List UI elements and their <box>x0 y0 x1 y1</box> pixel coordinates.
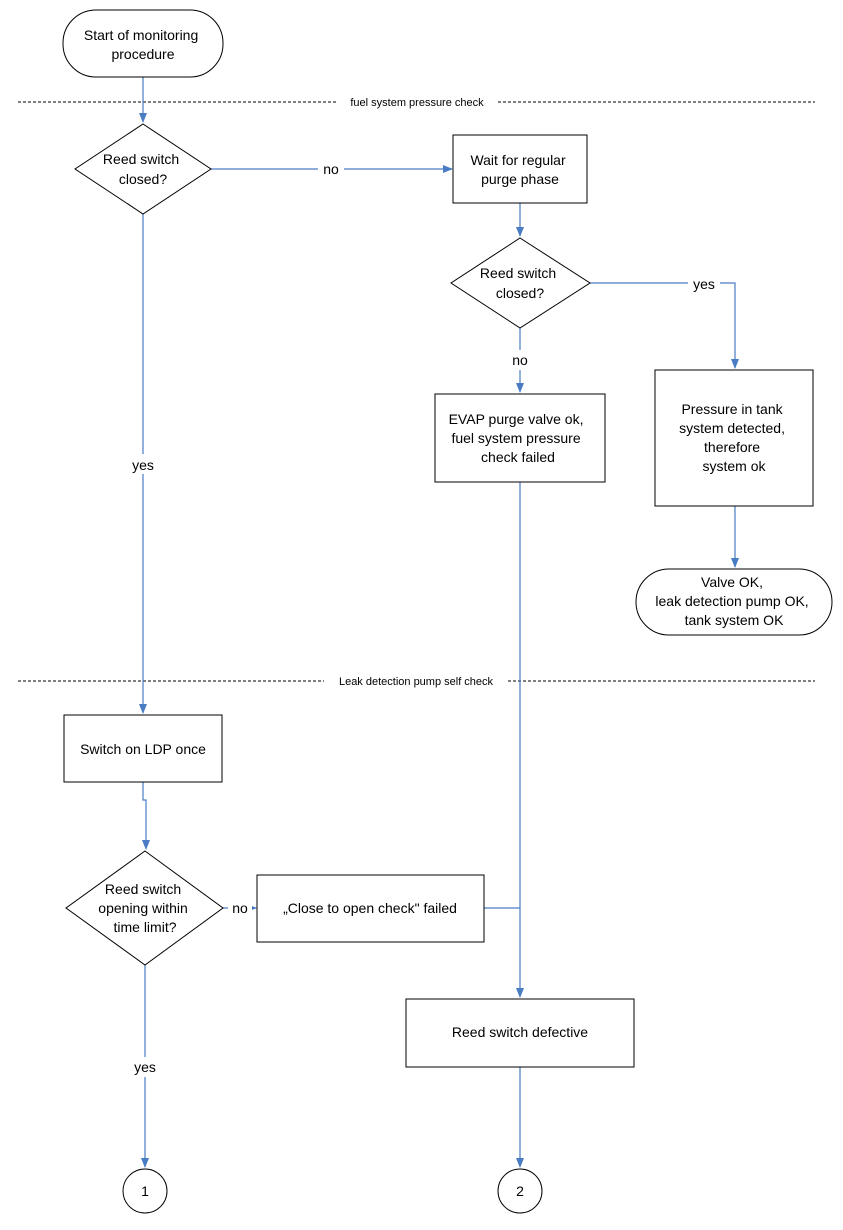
connector-2: 2 <box>497 1168 543 1214</box>
decision-reed-switch-closed-1: Reed switch closed? <box>74 123 212 215</box>
section-separator-ldp: Leak detection pump self check <box>18 676 815 688</box>
edge-reed2-yes <box>590 282 739 369</box>
process-switch-on-text: Switch on LDP once <box>80 741 206 757</box>
process-reed-switch-defective: Reed switch defective <box>405 998 635 1068</box>
process-switch-on-ldp: Switch on LDP once <box>63 714 223 783</box>
process-pressure-detected: Pressure in tank system detected, theref… <box>654 369 814 507</box>
process-evap-text: EVAP purge valve ok, fuel system pressur… <box>449 411 588 465</box>
process-close-open-text: „Close to open check" failed <box>283 900 457 916</box>
edge-labels: no yes no yes no yes <box>125 158 720 1077</box>
decision-reed3-text: Reed switch opening within time limit? <box>98 881 191 935</box>
decision-reed1-text: Reed switch closed? <box>103 151 183 187</box>
process-pressure-text: Pressure in tank system detected, theref… <box>679 401 789 474</box>
connector-2-label: 2 <box>516 1183 524 1199</box>
node-start-text: Start of monitoring procedure <box>84 27 202 62</box>
process-evap-failed: EVAP purge valve ok, fuel system pressur… <box>434 393 606 483</box>
connector-1-label: 1 <box>141 1183 149 1199</box>
process-defective-text: Reed switch defective <box>452 1024 588 1040</box>
edge-switchon-reed3 <box>142 782 150 850</box>
terminal-valve-ok-text: Valve OK, leak detection pump OK, tank s… <box>655 574 812 628</box>
process-wait-text: Wait for regular purge phase <box>470 152 569 187</box>
terminal-valve-ok: Valve OK, leak detection pump OK, tank s… <box>635 568 833 636</box>
label-reed3-no: no <box>232 900 248 916</box>
section-title-ldp-check: Leak detection pump self check <box>339 676 494 688</box>
label-reed2-yes: yes <box>693 276 715 292</box>
label-reed3-yes: yes <box>134 1059 156 1075</box>
connector-1: 1 <box>122 1168 168 1214</box>
process-wait-purge: Wait for regular purge phase <box>452 134 588 204</box>
decision-reed-switch-closed-2: Reed switch closed? <box>450 237 591 329</box>
decision-reed-switch-opening: Reed switch opening within time limit? <box>65 850 224 966</box>
process-close-open-failed: „Close to open check" failed <box>256 874 485 943</box>
node-start: Start of monitoring procedure <box>62 9 224 78</box>
label-reed1-yes: yes <box>132 457 154 473</box>
label-reed1-no: no <box>323 161 339 177</box>
label-reed2-no: no <box>512 352 528 368</box>
section-title-fuel-check: fuel system pressure check <box>350 97 484 109</box>
section-separator-fuel: fuel system pressure check <box>18 97 815 109</box>
decision-reed2-text: Reed switch closed? <box>480 265 560 301</box>
